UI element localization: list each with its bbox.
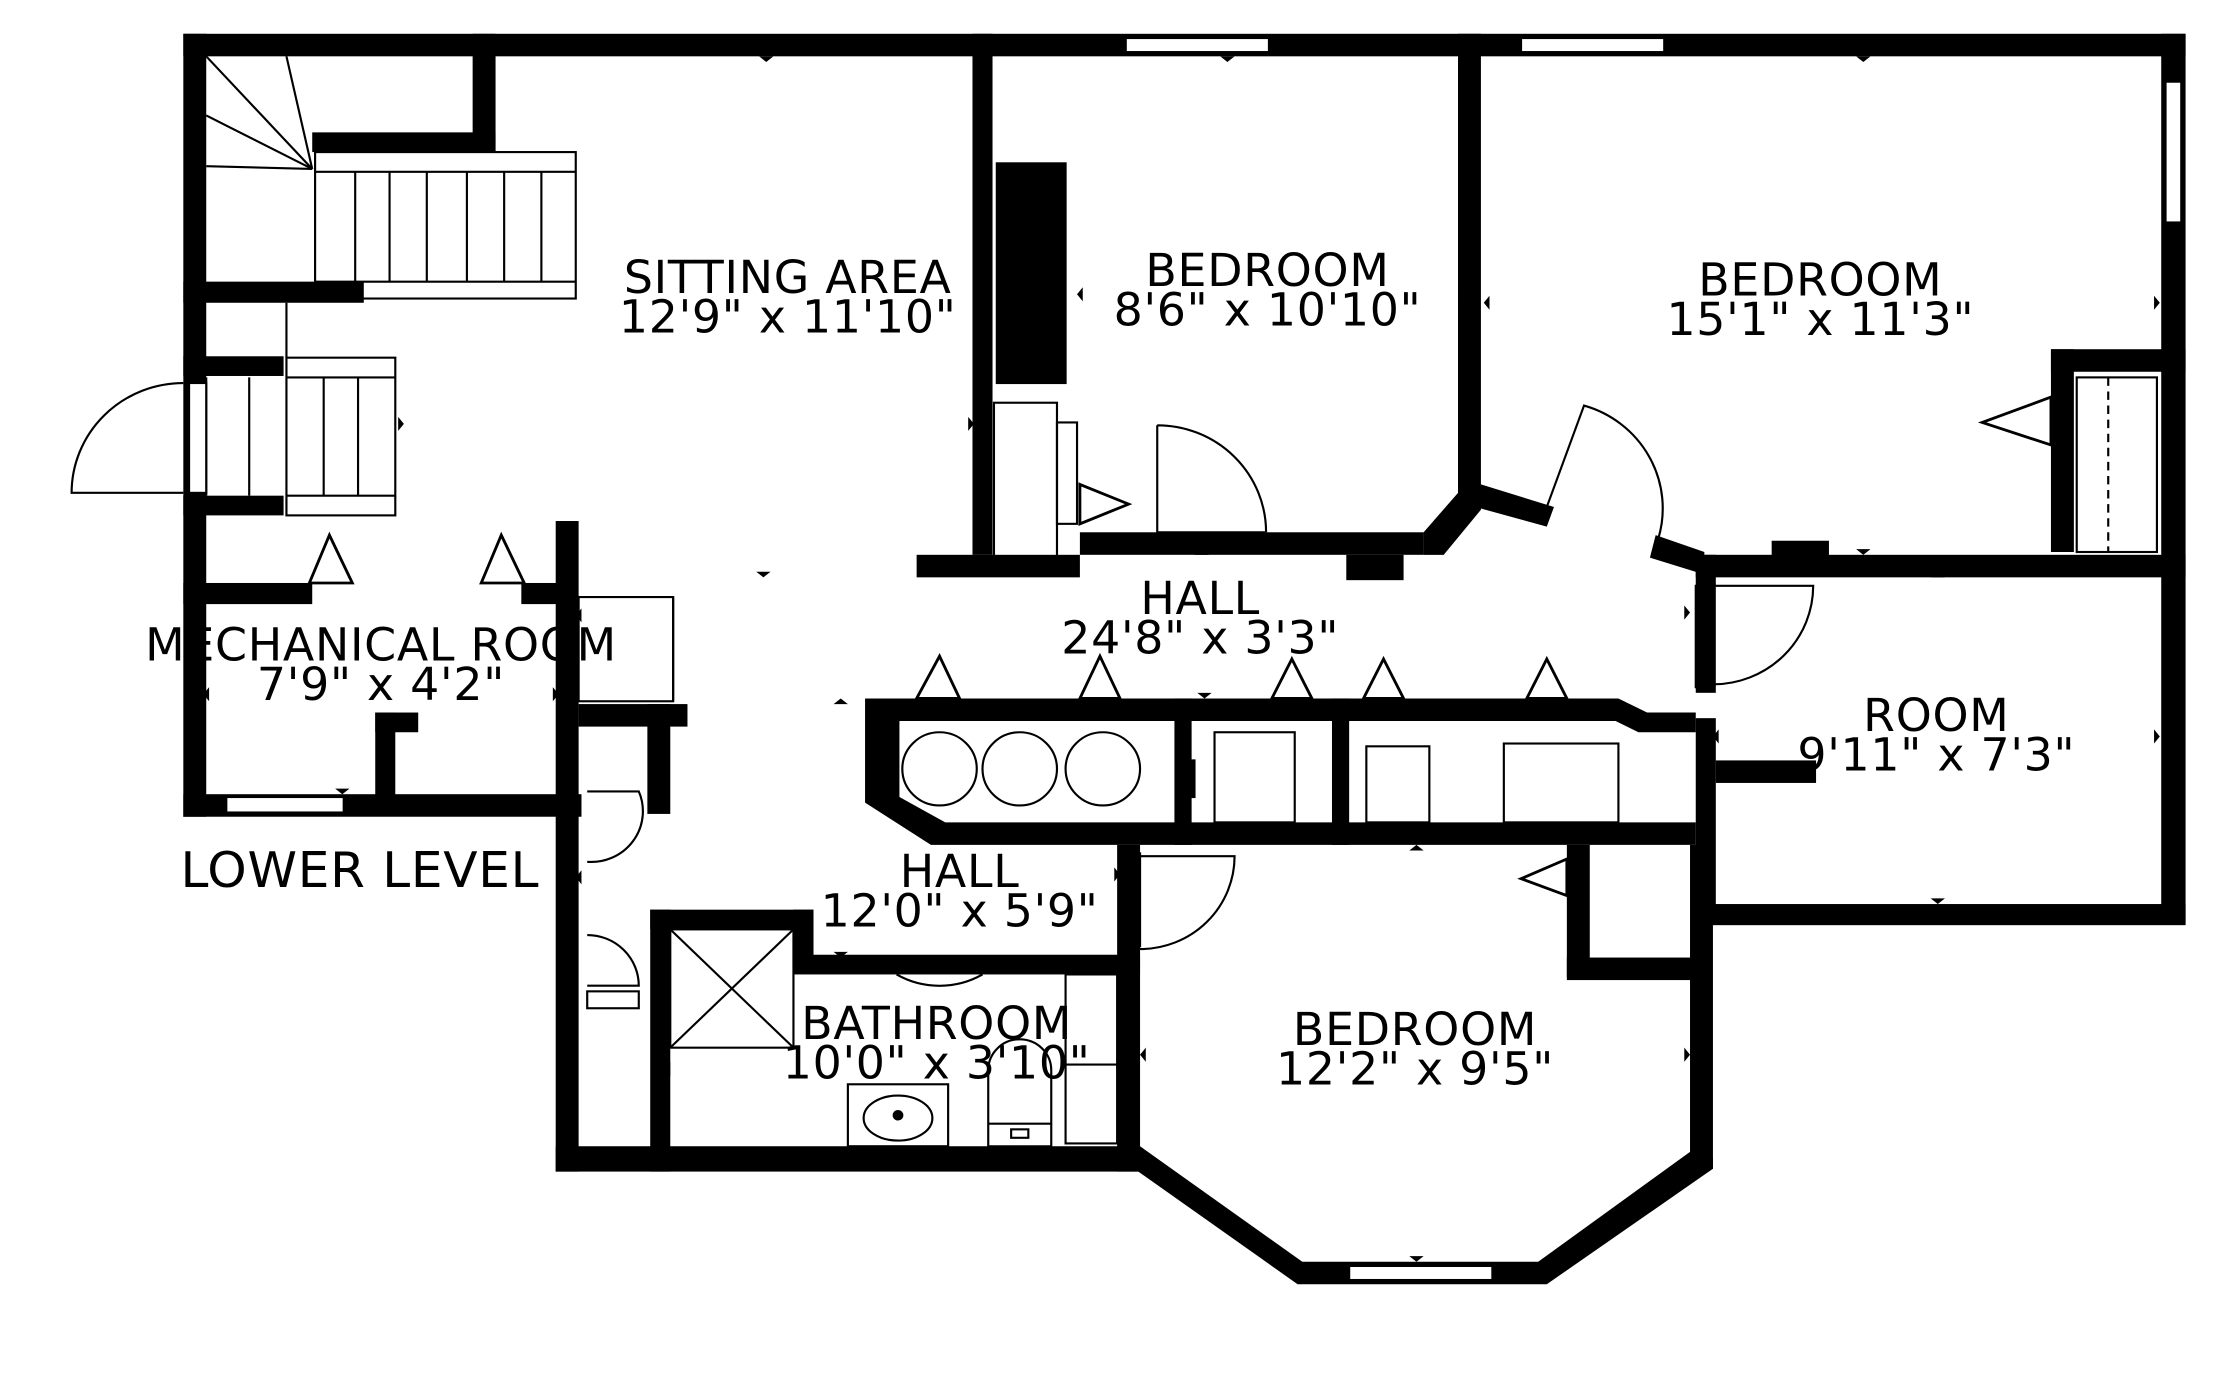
stairs [205, 55, 577, 517]
wall-markers [203, 56, 2160, 1262]
sitting-area-dims: 12'9" x 11'10" [619, 291, 957, 344]
hall-2-name: HALL [900, 846, 1020, 899]
walls [183, 33, 2186, 1285]
hall-1-name: HALL [1140, 572, 1260, 625]
bedroom-2-dims: 15'1" x 11'3" [1666, 294, 1974, 347]
sitting-area-name: SITTING AREA [624, 251, 952, 304]
fixtures [577, 162, 1620, 1148]
bedroom-2-name: BEDROOM [1698, 254, 1942, 307]
bedroom-3-name: BEDROOM [1293, 1003, 1537, 1056]
mechanical-room-name: MECHANICAL ROOM [145, 619, 617, 672]
bifold-doors [307, 395, 2053, 898]
bedroom-3-dims: 12'2" x 9'5" [1276, 1043, 1554, 1096]
mechanical-room-dims: 7'9" x 4'2" [257, 658, 505, 711]
windows [225, 36, 2183, 1282]
room-dims: 9'11" x 7'3" [1797, 729, 2075, 782]
doors [70, 376, 2159, 987]
level-label: LOWER LEVEL [180, 842, 539, 900]
bedroom-1-name: BEDROOM [1145, 244, 1389, 297]
bedroom-1-dims: 8'6" x 10'10" [1114, 284, 1422, 337]
hall-1-dims: 24'8" x 3'3" [1061, 612, 1339, 665]
bathroom-dims: 10'0" x 3'10" [783, 1037, 1091, 1090]
bathroom-name: BATHROOM [801, 998, 1072, 1051]
room-name: ROOM [1863, 689, 2009, 742]
hall-2-dims: 12'0" x 5'9" [821, 885, 1099, 938]
